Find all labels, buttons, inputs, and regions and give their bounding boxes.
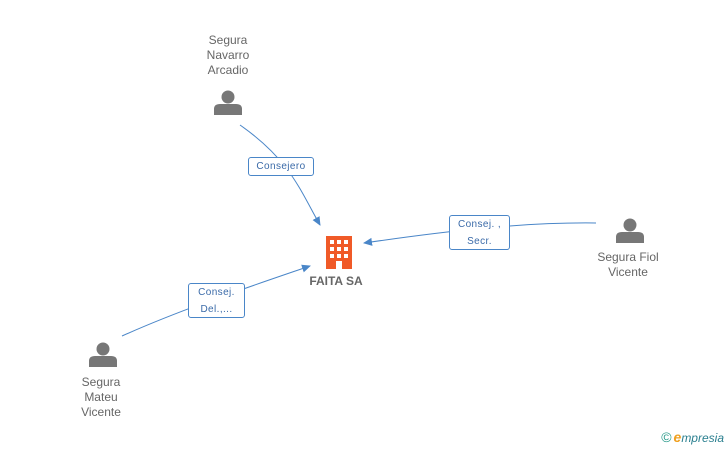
person-name-navarro[interactable]: Segura Navarro Arcadio — [206, 33, 250, 77]
relation-label-navarro[interactable]: Consejero — [248, 157, 314, 176]
brand-name: mpresia — [681, 431, 724, 445]
relation-label-line: Del.,... — [200, 304, 233, 315]
company-name[interactable]: FAITA SA — [309, 274, 363, 288]
brand-initial: e — [673, 429, 682, 445]
copyright-symbol: © — [661, 429, 672, 445]
relation-label-line: Consej. — [198, 287, 235, 298]
relation-label-line: Secr. — [467, 236, 492, 247]
person-icon[interactable] — [616, 218, 644, 244]
relation-label-mateu[interactable]: Consej. Del.,... — [188, 283, 245, 318]
person-name-fiol[interactable]: Segura Fiol Vicente — [597, 250, 659, 279]
person-name-mateu[interactable]: Segura Mateu Vicente — [81, 375, 121, 419]
relation-label-line: Consej. , — [457, 219, 502, 230]
person-icon[interactable] — [214, 90, 242, 116]
building-icon[interactable] — [326, 236, 352, 269]
person-icon[interactable] — [89, 342, 117, 368]
empresia-watermark: ©empresia — [661, 429, 724, 445]
relation-label-fiol[interactable]: Consej. , Secr. — [449, 215, 510, 250]
relation-label-line: Consejero — [256, 161, 306, 172]
